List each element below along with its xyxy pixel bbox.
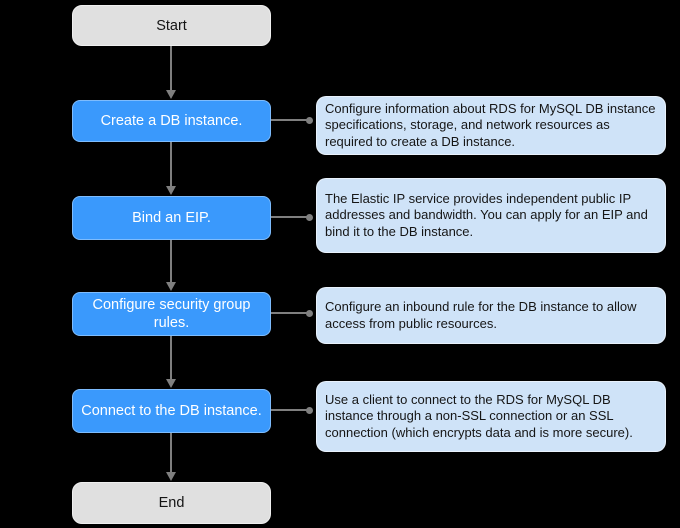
connector-line-step2-to-step3 [170,240,172,283]
flow-node-create-db-instance-label: Create a DB instance. [100,113,243,129]
connector-dot-icon [306,310,313,317]
flow-node-start: Start [72,5,271,46]
flow-node-configure-security-group-label: Configure security group rules. [92,297,251,331]
connector-line-start-to-step1 [170,46,172,91]
flow-node-connect-db-instance: Connect to the DB instance. [72,389,271,433]
connector-line-step4-to-desc4 [271,409,308,411]
description-connect-db-instance-text: Use a client to connect to the RDS for M… [325,391,633,440]
connector-line-step3-to-desc3 [271,312,308,314]
flow-node-create-db-instance: Create a DB instance. [72,100,271,142]
description-create-db-instance: Configure information about RDS for MySQ… [316,96,666,155]
arrow-down-icon [166,472,176,481]
flow-node-bind-eip-label: Bind an EIP. [132,210,211,226]
connector-dot-icon [306,407,313,414]
flow-node-end-label: End [158,495,185,511]
description-bind-eip-text: The Elastic IP service provides independ… [325,190,648,239]
connector-line-step1-to-step2 [170,142,172,187]
description-create-db-instance-text: Configure information about RDS for MySQ… [325,100,656,149]
flow-node-configure-security-group: Configure security group rules. [72,292,271,336]
connector-line-step3-to-step4 [170,336,172,380]
description-bind-eip: The Elastic IP service provides independ… [316,178,666,253]
arrow-down-icon [166,282,176,291]
arrow-down-icon [166,90,176,99]
flow-node-end: End [72,482,271,524]
description-connect-db-instance: Use a client to connect to the RDS for M… [316,381,666,452]
connector-line-step4-to-end [170,433,172,473]
description-configure-security-group-text: Configure an inbound rule for the DB ins… [325,299,637,331]
connector-dot-icon [306,214,313,221]
flow-node-bind-eip: Bind an EIP. [72,196,271,240]
connector-dot-icon [306,117,313,124]
flow-node-start-label: Start [156,17,187,34]
arrow-down-icon [166,379,176,388]
connector-line-step2-to-desc2 [271,216,308,218]
flow-node-connect-db-instance-label: Connect to the DB instance. [81,403,262,419]
description-configure-security-group: Configure an inbound rule for the DB ins… [316,287,666,344]
arrow-down-icon [166,186,176,195]
connector-line-step1-to-desc1 [271,119,308,121]
